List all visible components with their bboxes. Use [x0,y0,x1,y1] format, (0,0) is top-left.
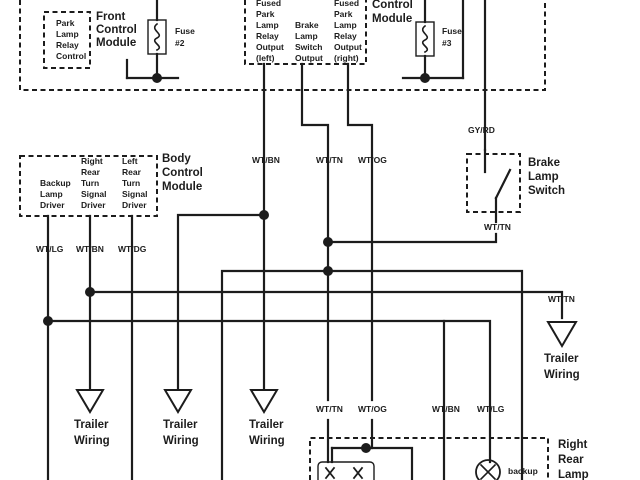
trailer-wiring-1-label: Trailer Wiring [74,419,112,447]
outputs-enclosure [244,0,367,65]
splice-dot [43,316,53,326]
left-turn-driver-label: Left Rear Turn Signal Driver [122,156,150,210]
brake-lamp-switch: Brake Lamp Switch WT/TN [326,148,565,244]
wire-backup-trailer [46,319,446,480]
fuse-3: Fuse #3 [415,0,464,80]
bulb-filament-icon [479,463,497,480]
wire-label-wt-og: WT/OG [358,404,387,414]
bulb-filament-icon [324,466,364,480]
splice-dot [152,73,162,83]
trailer-wiring-3-label: Trailer Wiring [249,419,287,447]
front-control-module: Park Lamp Relay Control Front Control Mo… [19,0,546,91]
wire-label-wt-bn: WT/BN [252,155,280,165]
brake-output-label: Brake Lamp Switch Output [295,20,325,63]
body-control-module-title: Body Control Module [162,153,206,193]
trailer-connector-icon [75,389,105,414]
wire-label-wt-lg: WT/LG [36,244,64,254]
right-rear-lamp-title: Right Rear Lamp [558,439,591,480]
brake-lamp-switch-title: Brake Lamp Switch [528,157,565,197]
fuse-3-label: Fuse #3 [442,26,464,48]
fuse-2-box [147,19,167,55]
right-turn-driver-label: Right Rear Turn Signal Driver [81,156,109,210]
trailer-connector-icon [249,389,279,414]
splice-dot [259,210,269,220]
wire-label-wt-bn: WT/BN [432,404,460,414]
wire-label-wt-og: WT/OG [358,155,387,165]
right-rear-lamp-enclosure [309,437,549,480]
wire-backup-lamp-feed [442,319,492,464]
wire-label-switch-out: WT/TN [484,222,511,232]
brake-lamp-switch-box [466,153,521,213]
trailer-connector-icon [546,321,578,348]
fuse-2-label: Fuse #2 [175,26,197,48]
wire-label-gy-rd: GY/RD [468,125,495,135]
splice-dot [420,73,430,83]
wire-right-output [346,62,374,402]
fuse-3-box [415,21,435,57]
switch-contact-icon [494,168,512,200]
wire-left-park-branch [176,213,266,390]
splice-dot [323,237,333,247]
right-rear-lamp: backup Right Rear Lamp [309,418,591,480]
rear-control-module-title: Control Module [372,0,416,25]
wire-label-wt-tn: WT/TN [548,294,575,304]
left-output-label: Fused Park Lamp Relay Output (left) [256,0,286,63]
splice-dot [323,266,333,276]
outputs-box: Fused Park Lamp Relay Output (left) Brak… [244,0,367,65]
trailer-connector-icon [163,389,193,414]
front-control-module-title: Front Control Module [96,11,140,49]
backup-bulb-icon [475,459,501,480]
trailer-wiring-right-label: Trailer Wiring [544,353,582,381]
wire-brake-output [300,62,330,244]
wire-label-wt-lg: WT/LG [477,404,505,414]
body-control-module: Backup Lamp Driver Right Rear Turn Signa… [19,153,206,217]
stop-tail-bulb-box [317,461,375,480]
wire-right-turn-trailer [88,290,564,320]
body-control-module-box [19,155,158,217]
park-lamp-relay-control-label: Park Lamp Relay Control [56,18,86,61]
backup-bulb-label: backup [508,466,538,476]
wire-brake-branch-left [220,269,330,480]
right-output-label: Fused Park Lamp Relay Output (right) [334,0,364,63]
backup-lamp-driver-label: Backup Lamp Driver [40,178,73,210]
fuse-icon [421,24,429,54]
module-enclosure [19,0,546,91]
trailer-wiring-2-label: Trailer Wiring [163,419,201,447]
splice-dot [85,287,95,297]
fuse-2: Fuse #2 [147,0,197,80]
wire-label-wt-tn: WT/TN [316,404,343,414]
fuse-icon [153,22,161,52]
wire-switch-out [326,232,498,244]
wire-brake-branch-right [326,269,524,480]
wire-label-wt-tn: WT/TN [316,155,343,165]
